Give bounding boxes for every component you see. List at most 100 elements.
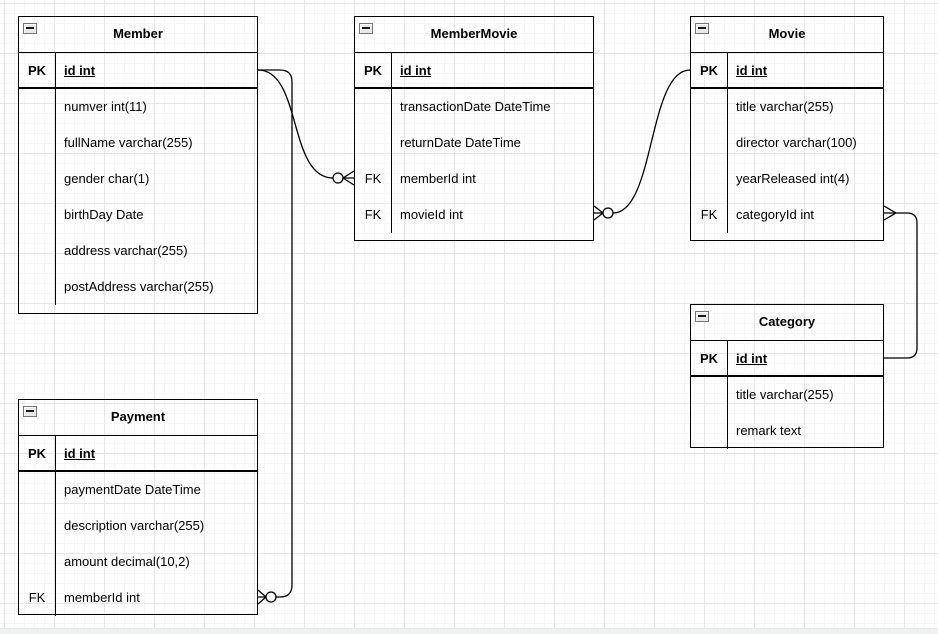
row-label: director varchar(100) [736,135,857,150]
table-header[interactable]: Member [19,17,257,53]
table-title: Movie [768,26,806,41]
connector-member-to-payment[interactable] [257,69,293,605]
canvas-bottom-edge [0,628,938,634]
collapse-minus-icon[interactable] [695,311,709,322]
row-key [19,89,55,125]
key-column-divider [55,53,56,305]
row-label: postAddress varchar(255) [64,279,214,294]
key-column-divider [55,436,56,616]
attribute-row[interactable]: amount decimal(10,2) [19,544,257,580]
primary-key-row[interactable]: PK id int [691,341,883,377]
row-label: paymentDate DateTime [64,482,201,497]
row-key [691,125,727,161]
row-label: yearReleased int(4) [736,171,850,186]
row-key [691,89,727,125]
table-title: MemberMovie [430,26,518,41]
row-key [691,161,727,197]
row-label: id int [736,351,768,366]
row-key [355,89,391,125]
collapse-minus-icon[interactable] [23,406,37,417]
connector-member-to-membermovie[interactable] [257,69,355,186]
connector-movie-to-membermovie[interactable] [593,69,691,221]
row-label: address varchar(255) [64,243,188,258]
row-label: id int [400,63,432,78]
attribute-row[interactable]: postAddress varchar(255) [19,269,257,305]
connector-path [258,69,293,598]
row-label: returnDate DateTime [400,135,521,150]
table-header[interactable]: MemberMovie [355,17,593,53]
attribute-row[interactable]: description varchar(255) [19,508,257,544]
row-label: numver int(11) [64,99,147,114]
attribute-row[interactable]: birthDay Date [19,197,257,233]
row-key: PK [699,351,719,366]
collapse-minus-icon[interactable] [359,23,373,34]
table-header[interactable]: Category [691,305,883,341]
attribute-row[interactable]: FK memberId int [355,161,593,197]
table-title: Payment [110,409,166,424]
row-label: id int [64,63,96,78]
row-label: id int [64,446,96,461]
attribute-row[interactable]: address varchar(255) [19,233,257,269]
attribute-row[interactable]: director varchar(100) [691,125,883,161]
connector-path [593,205,604,221]
attribute-row[interactable]: transactionDate DateTime [355,89,593,125]
attribute-row[interactable]: fullName varchar(255) [19,125,257,161]
table-title: Category [758,314,816,329]
attribute-row[interactable]: title varchar(255) [691,377,883,413]
key-column-divider [727,53,728,233]
attribute-row[interactable]: FK movieId int [355,197,593,233]
attribute-row[interactable]: gender char(1) [19,161,257,197]
row-label: memberId int [400,171,476,186]
attribute-row[interactable]: remark text [691,413,883,449]
cardinality-zero-circle-icon [602,207,614,219]
row-label: title varchar(255) [736,387,834,402]
connector-path [342,170,355,186]
table-title: Member [113,26,163,41]
connector-category-to-movie[interactable] [883,205,918,359]
row-label: gender char(1) [64,171,150,186]
row-label: birthDay Date [64,207,144,222]
table-header[interactable]: Movie [691,17,883,53]
key-column-divider [727,341,728,449]
row-key: FK [700,207,718,222]
row-key: FK [364,207,382,222]
row-key: FK [28,590,46,605]
row-label: description varchar(255) [64,518,205,533]
attribute-row[interactable]: numver int(11) [19,89,257,125]
primary-key-row[interactable]: PK id int [19,436,257,472]
row-label: fullName varchar(255) [64,135,193,150]
cardinality-zero-circle-icon [332,172,344,184]
row-key [19,269,55,305]
attribute-row[interactable]: yearReleased int(4) [691,161,883,197]
collapse-minus-icon[interactable] [695,23,709,34]
table-header[interactable]: Payment [19,400,257,436]
attribute-row[interactable]: title varchar(255) [691,89,883,125]
row-key [691,377,727,413]
row-key: FK [364,171,382,186]
attribute-row[interactable]: returnDate DateTime [355,125,593,161]
key-column-divider [391,53,392,233]
attribute-row[interactable]: FK memberId int [19,580,257,616]
row-key [19,125,55,161]
row-label: memberId int [64,590,140,605]
row-label: amount decimal(10,2) [64,554,190,569]
row-label: id int [736,63,768,78]
row-label: movieId int [400,207,463,222]
row-key [19,544,55,580]
connector-path [257,589,267,605]
attribute-row[interactable]: paymentDate DateTime [19,472,257,508]
row-key: PK [27,446,47,461]
connector-path [883,205,897,221]
row-key [691,413,727,449]
collapse-minus-icon[interactable] [23,23,37,34]
